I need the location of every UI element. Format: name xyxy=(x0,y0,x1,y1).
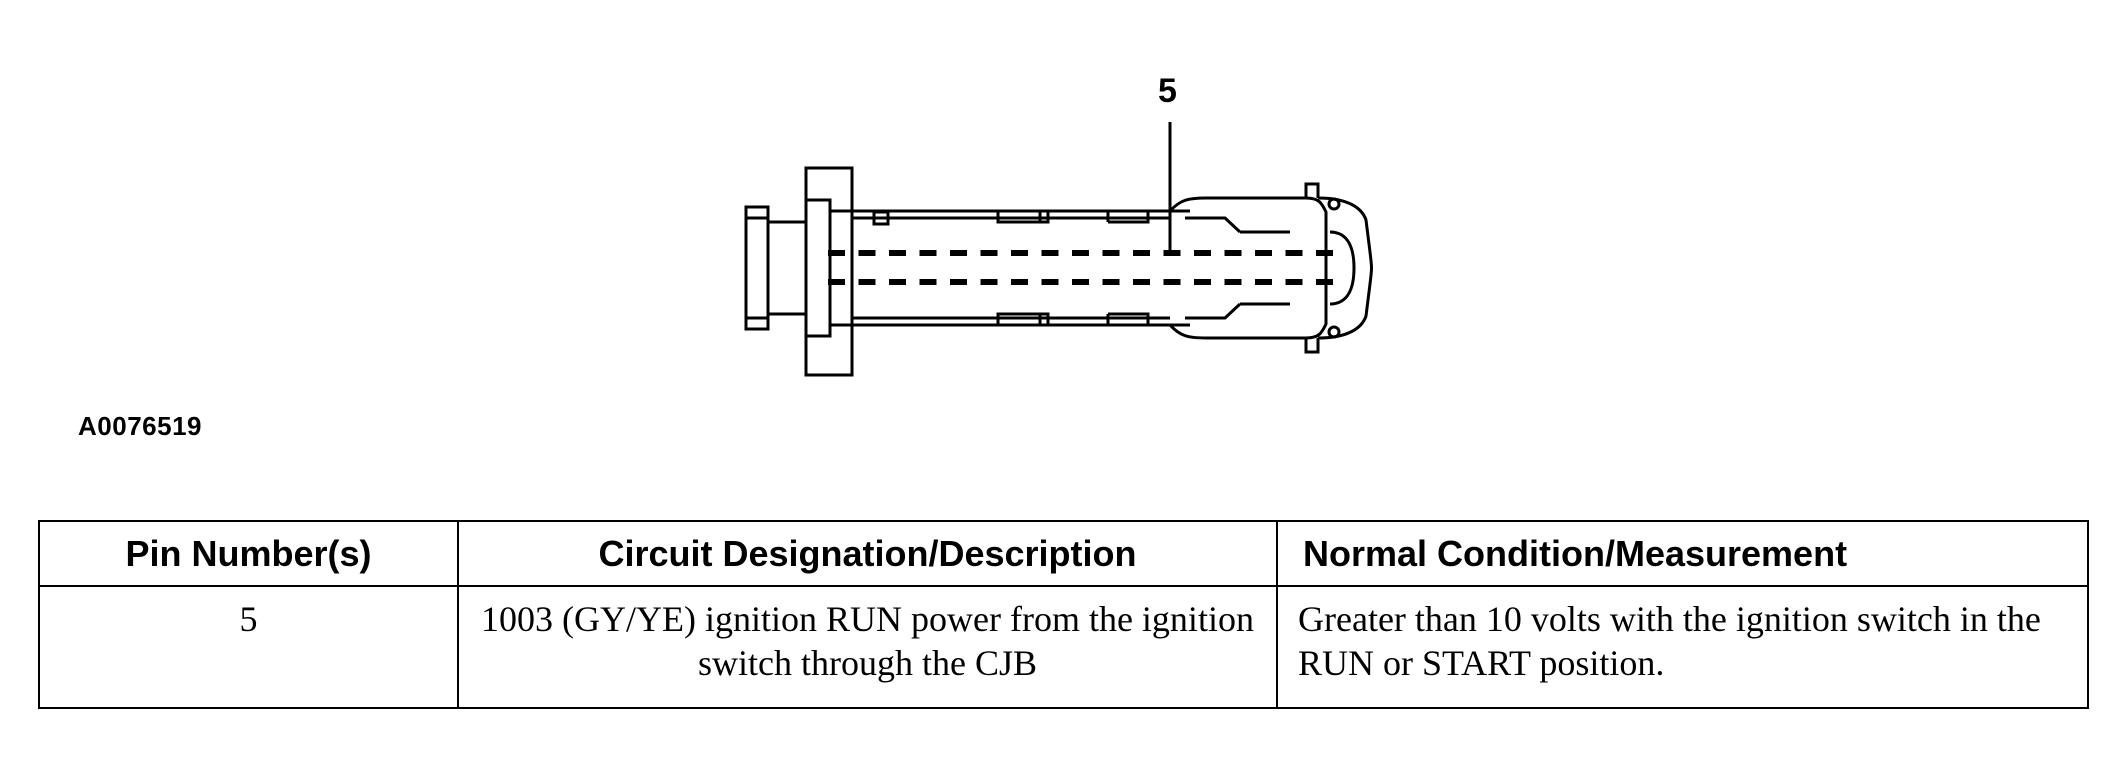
pin-cavity xyxy=(1011,279,1028,285)
pin-cavity xyxy=(1041,250,1059,256)
pin-cavity xyxy=(1255,250,1272,256)
pin-cavity xyxy=(980,279,998,285)
pin-cavity xyxy=(1133,250,1150,256)
pin-cavity xyxy=(889,250,906,256)
pin-cavity xyxy=(1102,250,1120,256)
pin-table: Pin Number(s) Circuit Designation/Descri… xyxy=(38,520,2089,709)
pin-cavity xyxy=(950,250,967,256)
connector-body xyxy=(804,198,1190,338)
pin-cavity xyxy=(1072,250,1089,256)
pin-cavity xyxy=(1316,279,1333,285)
pin-cavity xyxy=(1285,279,1303,285)
pin-cavity xyxy=(919,250,937,256)
pin-cavity xyxy=(980,250,998,256)
pin-cavity xyxy=(889,279,906,285)
figure-id: A0076519 xyxy=(78,411,202,441)
header-pin-number: Pin Number(s) xyxy=(38,520,459,587)
pin-cavity xyxy=(1072,279,1089,285)
pin-cavity xyxy=(1163,250,1181,256)
cell-normal-condition: Greater than 10 volts with the ignition … xyxy=(1276,585,2089,709)
pin-cavity xyxy=(1102,279,1120,285)
cell-pin-number: 5 xyxy=(38,585,459,709)
pin-cavity xyxy=(858,250,876,256)
pin-cavity xyxy=(1316,250,1333,256)
pin-cavity xyxy=(1224,250,1242,256)
pin-callout: 5 xyxy=(1158,72,1177,250)
pin-cavity xyxy=(1194,279,1211,285)
pin-cavity xyxy=(919,279,937,285)
pin-cavity xyxy=(1255,279,1272,285)
pin-cavity xyxy=(1011,250,1028,256)
table-header: Pin Number(s) Circuit Designation/Descri… xyxy=(38,520,2089,587)
pin-cavity xyxy=(858,279,876,285)
pin-cavity xyxy=(1224,279,1242,285)
pin-cavity xyxy=(950,279,967,285)
pin-cavity xyxy=(1194,250,1211,256)
cell-circuit-description: 1003 (GY/YE) ignition RUN power from the… xyxy=(457,585,1278,709)
header-circuit-description: Circuit Designation/Description xyxy=(457,520,1278,587)
table-header-row: Pin Number(s) Circuit Designation/Descri… xyxy=(38,520,2089,587)
table-row: 5 1003 (GY/YE) ignition RUN power from t… xyxy=(38,585,2089,709)
pin-callout-label: 5 xyxy=(1158,72,1177,110)
pin-cavity xyxy=(1133,279,1150,285)
header-normal-condition: Normal Condition/Measurement xyxy=(1276,520,2089,587)
pin-cavity xyxy=(1163,279,1181,285)
connector-right-cap xyxy=(1168,182,1373,354)
connector-left-latch xyxy=(744,205,808,331)
pin-cavity xyxy=(828,279,845,285)
connector-pin-cavities xyxy=(828,250,1333,285)
pin-cavity xyxy=(1285,250,1303,256)
pin-cavity xyxy=(1041,279,1059,285)
pin-cavity xyxy=(828,250,845,256)
